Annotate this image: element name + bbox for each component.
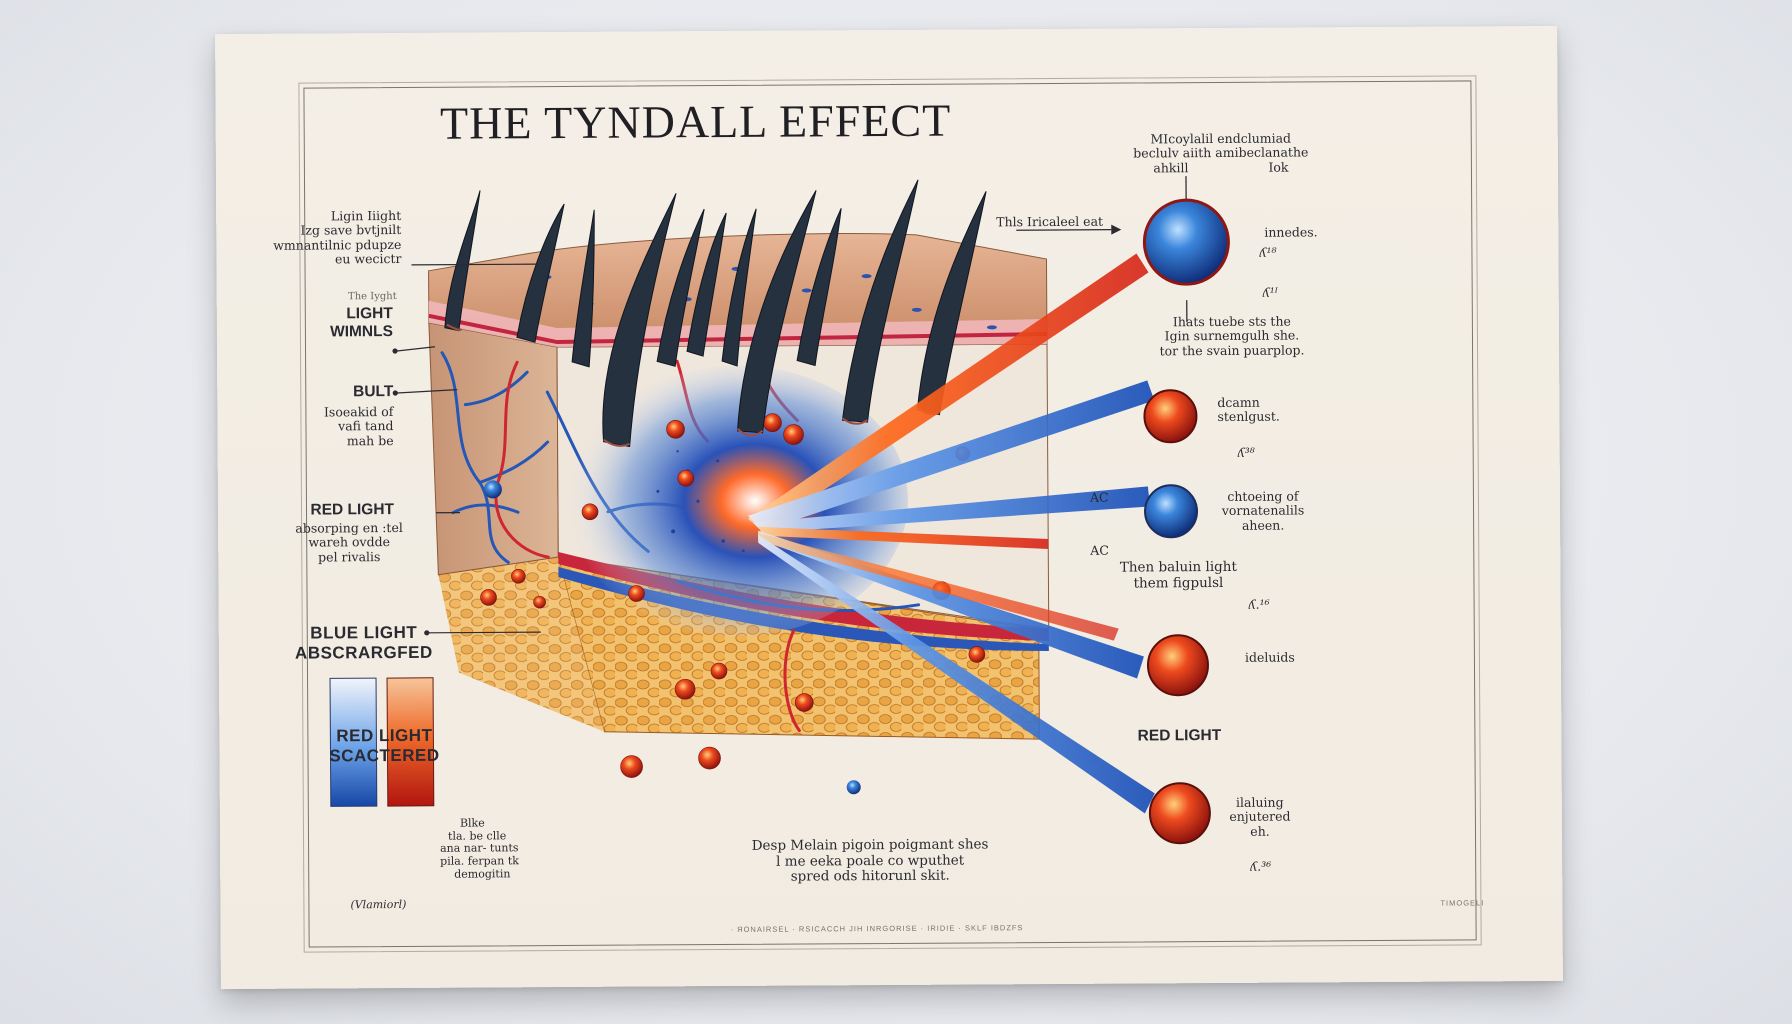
light-waves-label: LIGHT WIMNLS bbox=[330, 305, 393, 341]
mark-2: ʎ¹ᴵ bbox=[1262, 284, 1278, 300]
red-light-sublabel: absorping en :tel wareh ovdde pel rivali… bbox=[295, 519, 403, 565]
mark-4: ʎ.¹⁶ bbox=[1248, 596, 1270, 612]
bottom-caption: Desp Melain pigoin poigmant shes l me ee… bbox=[751, 836, 989, 885]
ac-label-1: AC bbox=[1089, 489, 1109, 505]
bult-sublabel: Isoeakid of vafi tand mah be bbox=[323, 404, 394, 449]
top-note: MIcoylalil endclumiad beclulv aiith amib… bbox=[1133, 130, 1309, 176]
light-top-label: Ligin Iiight Izg save bvtjnilt wmnantiln… bbox=[273, 207, 402, 267]
ac-label-2: AC bbox=[1090, 542, 1109, 558]
ilaluing-label: ilaluing enjutered eh. bbox=[1229, 794, 1291, 839]
delucids-label: ideluids bbox=[1244, 649, 1295, 665]
bult-label: BULT bbox=[353, 383, 394, 401]
gradient-note: Blke tla. be clle ana nar- tunts pila. f… bbox=[440, 816, 519, 881]
page-title: THE TYNDALL EFFECT bbox=[439, 94, 952, 149]
light-waves-small-label: The Iyght bbox=[347, 291, 397, 303]
tyndall-illustration bbox=[329, 176, 1230, 845]
innedes-label: innedes. bbox=[1264, 224, 1318, 240]
then-light-label: Then baluin light them figpulsl bbox=[1119, 558, 1237, 592]
paper-sheet: THE TYNDALL EFFECT Ligin Iiight Izg save… bbox=[215, 25, 1563, 990]
mark-3: ʎ³⁸ bbox=[1237, 444, 1255, 460]
mark-1: ʎ¹⁸ bbox=[1259, 244, 1277, 260]
chtoeing-label: chtoeing of vornatenalils aheen. bbox=[1221, 488, 1305, 533]
dcamn-label: dcamn stenlgust. bbox=[1217, 394, 1280, 425]
footer-right: TIMOGELI bbox=[1440, 898, 1485, 908]
red-light-label: RED LIGHT bbox=[310, 501, 395, 519]
red-light-right-label: RED LIGHT bbox=[1137, 726, 1222, 745]
mark-5: ʎ.³⁶ bbox=[1250, 858, 1272, 874]
vitamin-label: (Vlamiorl) bbox=[350, 897, 407, 912]
blue-light-label: BLUE LIGHT ABSCRARGFED bbox=[294, 622, 433, 663]
middle-note: Ihats tuebe sts the Igin surnemgulh she.… bbox=[1159, 313, 1305, 359]
red-light-scattered-label: RED LIGHT SCACTERED bbox=[329, 725, 440, 765]
arrow-note: Thls Iricaleel eat bbox=[996, 213, 1104, 230]
